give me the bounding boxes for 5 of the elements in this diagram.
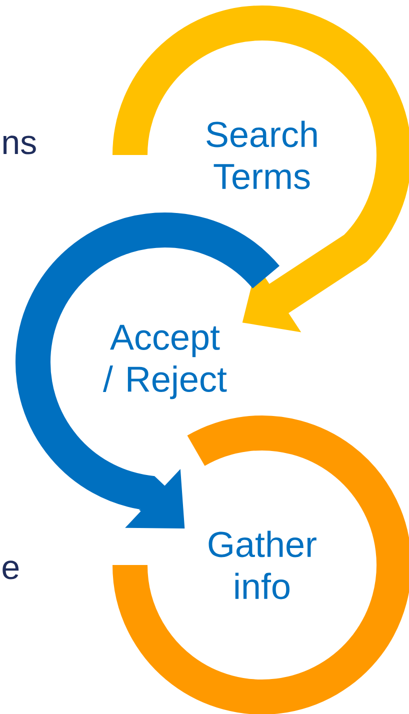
cycle-step: Accept / Reject (102, 324, 227, 400)
cycle-step: Gather info (112, 416, 409, 714)
cut-off-text: e (2, 560, 19, 580)
cycle-step: Search Terms (206, 120, 317, 190)
cut-off-text: ns (3, 136, 36, 154)
